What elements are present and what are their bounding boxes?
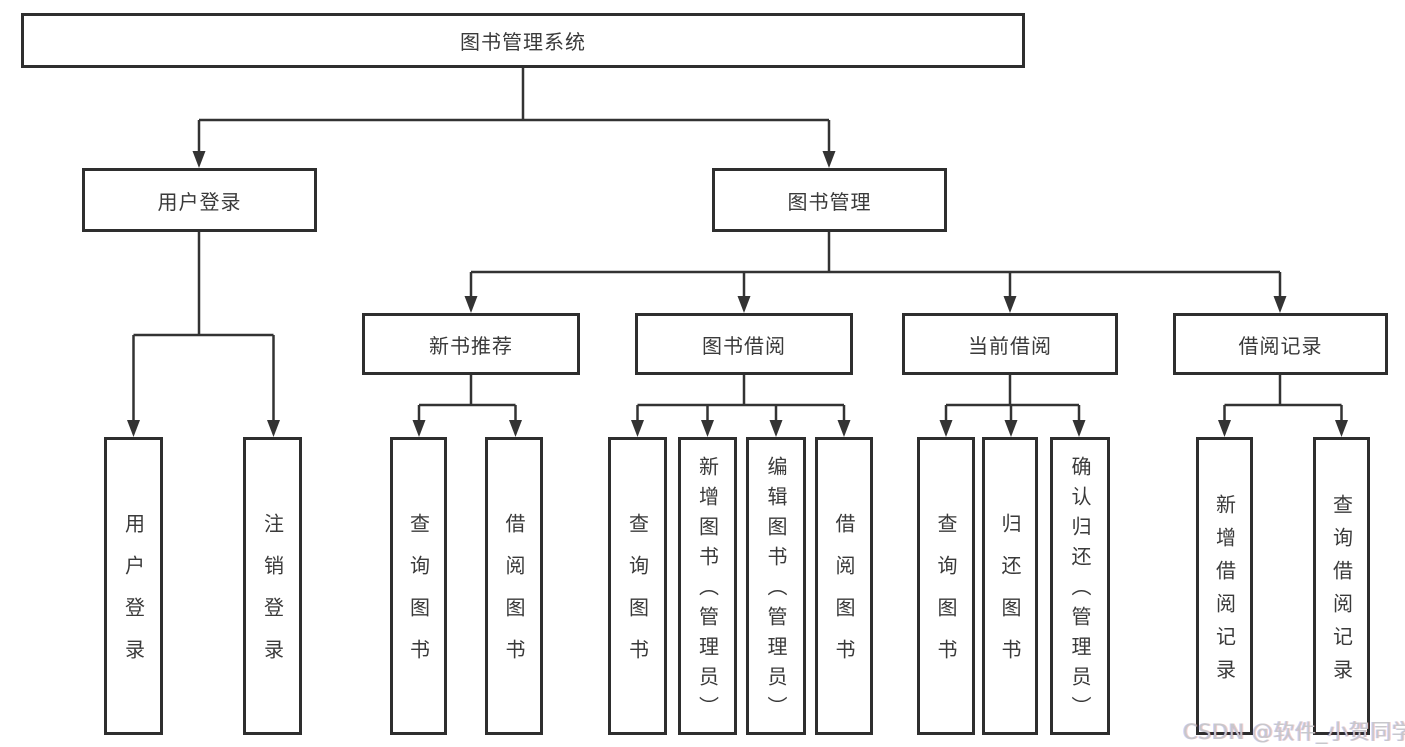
leaf-br-add-borrow-record: 新增借阅记录 (1196, 437, 1253, 735)
node-current-borrowing: 当前借阅 (902, 313, 1118, 375)
leaf-bb-query-books: 查询图书 (608, 437, 667, 735)
node-label: 新增借阅记录 (1212, 493, 1237, 692)
leaf-bb-edit-books-admin: 编辑图书（管理员） (746, 437, 806, 735)
node-label: 图书管理系统 (460, 30, 586, 54)
node-label: 查询图书 (406, 513, 431, 681)
leaf-logout: 注销登录 (243, 437, 302, 735)
node-label: 查询图书 (625, 513, 650, 681)
node-label: 新增图书（管理员） (695, 456, 720, 726)
node-label: 确认归还（管理员） (1068, 456, 1092, 726)
node-label: 借阅图书 (502, 513, 526, 681)
node-label: 新书推荐 (429, 333, 513, 358)
node-label: 图书管理 (787, 189, 872, 214)
leaf-nb-borrow-books: 借阅图书 (485, 437, 543, 735)
leaf-cb-confirm-return-admin: 确认归还（管理员） (1050, 437, 1110, 735)
node-new-book-recommendation: 新书推荐 (362, 313, 580, 375)
leaf-br-query-borrow-record: 查询借阅记录 (1313, 437, 1370, 735)
leaf-cb-return-books: 归还图书 (982, 437, 1038, 735)
node-label: 查询借阅记录 (1329, 493, 1354, 692)
node-label: 借阅图书 (832, 513, 856, 681)
node-label: 查询图书 (934, 513, 958, 681)
node-label: 用户登录 (121, 513, 146, 681)
leaf-user-login: 用户登录 (104, 437, 163, 735)
node-label: 归还图书 (998, 513, 1022, 681)
watermark: CSDN @软件_小贺同学 (1183, 720, 1405, 744)
node-label: 借阅记录 (1238, 333, 1323, 358)
leaf-bb-borrow-books: 借阅图书 (815, 437, 873, 735)
node-borrowing-records: 借阅记录 (1173, 313, 1388, 375)
node-library-management-system: 图书管理系统 (21, 13, 1025, 68)
node-label: 当前借阅 (968, 333, 1052, 358)
node-label: 编辑图书（管理员） (764, 456, 788, 726)
node-book-borrowing: 图书借阅 (635, 313, 853, 375)
arrowhead-icons (127, 151, 1348, 437)
node-label: 图书借阅 (702, 333, 786, 358)
node-book-management: 图书管理 (712, 168, 947, 232)
leaf-nb-query-books: 查询图书 (390, 437, 447, 735)
node-user-login: 用户登录 (82, 168, 317, 232)
node-label: 注销登录 (260, 513, 285, 681)
node-label: 用户登录 (157, 189, 242, 214)
leaf-bb-add-books-admin: 新增图书（管理员） (678, 437, 737, 735)
leaf-cb-query-books: 查询图书 (917, 437, 975, 735)
